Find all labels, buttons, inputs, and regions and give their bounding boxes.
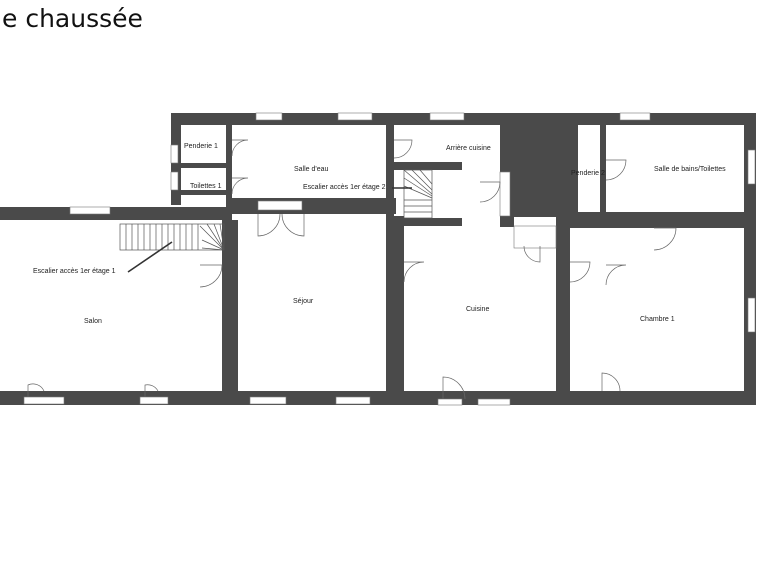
label-cuisine: Cuisine	[466, 306, 489, 313]
label-chambre-1: Chambre 1	[640, 316, 675, 323]
windows	[23, 112, 756, 406]
label-toilettes-1: Toilettes 1	[190, 183, 222, 190]
walls	[0, 113, 756, 405]
label-salon: Salon	[84, 318, 102, 325]
label-salle-eau: Salle d'eau	[294, 166, 329, 173]
label-penderie-1: Penderie 1	[184, 143, 218, 150]
label-escalier-1: Escalier accès 1er étage 1	[33, 268, 116, 275]
label-arriere-cuisine: Arrière cuisine	[446, 145, 491, 152]
label-penderie-2: Penderie 2	[571, 170, 605, 177]
staircase-1	[119, 223, 225, 273]
label-escalier-2: Escalier accès 1er étage 2	[303, 184, 386, 191]
staircase-2	[392, 169, 433, 219]
label-salle-de-bains: Salle de bains/Toilettes	[654, 166, 726, 173]
door-swings	[27, 139, 677, 400]
label-sejour: Séjour	[293, 298, 314, 305]
room-labels: Penderie 1 Toilettes 1 Salle d'eau Escal…	[33, 143, 726, 325]
floor-title: e chaussée	[2, 4, 143, 33]
